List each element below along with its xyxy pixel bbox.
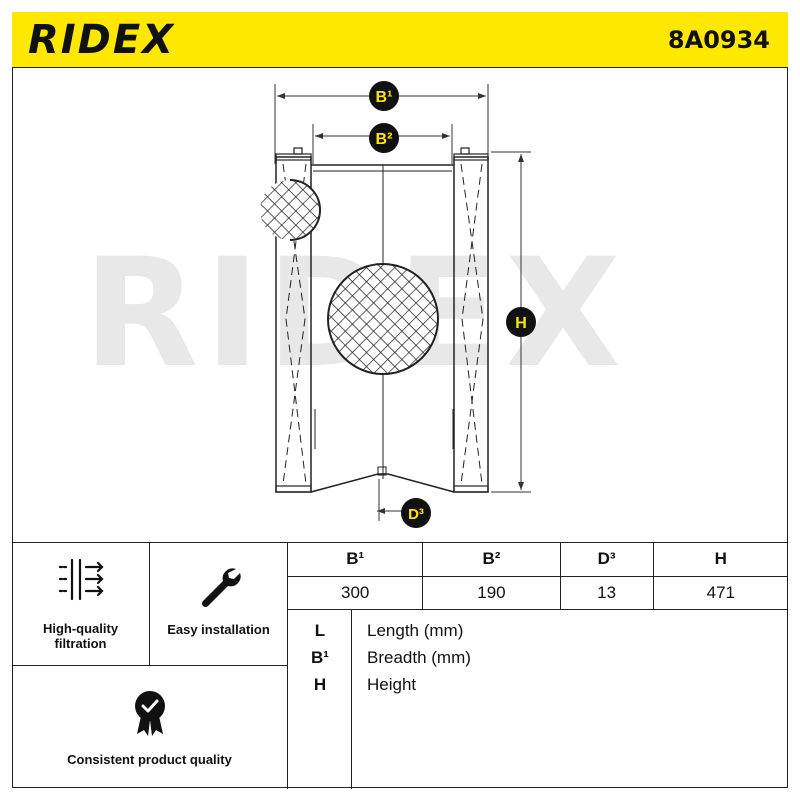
legend-key-column: L B¹ H (288, 609, 352, 789)
dim-value-d3: 13 (560, 576, 654, 610)
wrench-icon (201, 568, 241, 607)
technical-drawing: RIDEX (13, 69, 787, 542)
label-d3-text: D³ (408, 506, 424, 523)
legend-text-h: Height (367, 675, 417, 694)
legend-text-l: Length (mm) (367, 621, 464, 640)
filter-drawing: B¹ B² H D³ (260, 81, 536, 528)
feature-quality: Consistent product quality (12, 665, 288, 789)
feature-installation-label: Easy installation (167, 622, 270, 637)
mesh-detail (260, 179, 439, 375)
label-d3: D³ (401, 498, 431, 528)
legend-text-b1: Breadth (mm) (367, 648, 471, 667)
label-b2-text: B² (376, 131, 393, 148)
dim-header-b1: B¹ (288, 543, 424, 577)
dimension-legend: L B¹ H Length (mm) Breadth (mm) Height (288, 609, 788, 789)
header-bar: RIDEX 8A0934 (12, 12, 788, 68)
label-b2: B² (369, 123, 399, 153)
feature-filtration-line2: filtration (54, 636, 107, 651)
label-h: H (506, 307, 536, 337)
brand-logo: RIDEX (28, 17, 176, 63)
dimension-d3 (377, 479, 403, 521)
quality-seal-icon (135, 691, 165, 736)
feature-filtration: High-quality filtration (12, 543, 150, 665)
dimension-table: B¹ B² D³ H 300 190 13 471 (288, 543, 788, 610)
legend-key-b1: B¹ (311, 648, 329, 667)
dim-header-b2: B² (422, 543, 561, 577)
part-number: 8A0934 (667, 26, 770, 54)
label-h-text: H (515, 315, 527, 332)
legend-key-l: L (314, 621, 326, 640)
dim-value-b1: 300 (288, 576, 424, 610)
label-b1: B¹ (369, 81, 399, 111)
legend-key-h: H (313, 675, 327, 694)
dimension-header-row: B¹ B² D³ H (288, 543, 788, 577)
dim-value-b2: 190 (422, 576, 561, 610)
feature-filtration-line1: High-quality (42, 621, 119, 636)
dimension-value-row: 300 190 13 471 (288, 576, 788, 610)
dim-header-h: H (653, 543, 788, 577)
feature-quality-label: Consistent product quality (67, 752, 232, 767)
feature-installation: Easy installation (150, 543, 288, 665)
info-panel: High-quality filtration Easy installatio… (12, 542, 788, 789)
label-b1-text: B¹ (376, 89, 393, 106)
filter-flow-icon (58, 558, 104, 601)
dim-header-d3: D³ (560, 543, 654, 577)
dim-value-h: 471 (653, 576, 788, 610)
